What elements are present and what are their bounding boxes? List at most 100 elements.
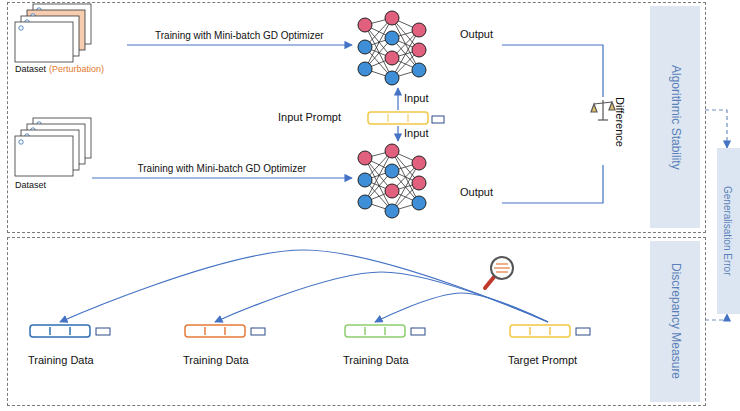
connector xyxy=(92,177,352,178)
training-data: Training Data xyxy=(343,322,429,370)
prompt-icon xyxy=(432,116,444,123)
neural-network-icon xyxy=(385,144,399,158)
dataset-stack: Dataset(Perturbation) xyxy=(12,4,127,76)
training-data-icon xyxy=(96,328,110,335)
balance-icon xyxy=(591,104,597,112)
balance-icon xyxy=(594,102,612,104)
connector xyxy=(127,44,352,45)
side-strip xyxy=(650,241,700,402)
node-label: Target Prompt xyxy=(508,354,577,367)
neural-network-icon xyxy=(358,18,372,32)
magnifier-icon xyxy=(496,263,508,264)
side-label: Difference xyxy=(613,97,626,147)
generalisation-box: Generalisation Error xyxy=(717,148,740,314)
prompt-icon xyxy=(368,112,428,124)
dataset-stack: Dataset xyxy=(12,116,92,196)
magnifier-icon xyxy=(496,271,508,272)
connector xyxy=(502,45,603,97)
neural-network: Output xyxy=(352,141,502,221)
document-stack xyxy=(15,118,91,176)
neural-network-icon xyxy=(358,62,372,76)
training-data-icon xyxy=(49,327,51,335)
neural-network-icon xyxy=(358,151,372,165)
training-data-icon xyxy=(30,325,590,337)
node-label: Dataset xyxy=(15,64,46,74)
connector xyxy=(215,272,548,322)
training-data-icon xyxy=(576,328,590,335)
neural-network-icon xyxy=(385,164,399,178)
document-stack xyxy=(19,26,23,30)
training-data-icon xyxy=(411,328,425,335)
document-stack xyxy=(19,140,23,144)
prompt-icon xyxy=(368,112,444,124)
neural-network-icon xyxy=(412,23,426,37)
edge-label: Training with Mini-batch GD Optimizer xyxy=(136,163,309,175)
training-data-icon xyxy=(185,325,245,337)
training-data-icon xyxy=(251,328,265,335)
node-label: Training Data xyxy=(183,354,249,367)
input-prompt: Input Prompt xyxy=(278,110,448,126)
connector xyxy=(60,250,548,322)
side-strip xyxy=(650,6,700,402)
node-label: Output xyxy=(460,186,493,199)
edge-label: Input xyxy=(402,127,430,140)
training-data-icon xyxy=(364,327,366,335)
balance-icon xyxy=(591,100,615,120)
neural-network-icon xyxy=(385,184,399,198)
neural-network-icon xyxy=(412,43,426,57)
side-label: Algorithmic Stability xyxy=(650,6,700,228)
balance-icon xyxy=(598,119,608,120)
training-data-icon xyxy=(204,327,206,335)
neural-network-icon xyxy=(412,63,426,77)
neural-network-icon xyxy=(358,40,372,54)
connector xyxy=(397,126,398,141)
node-label: Output xyxy=(460,28,493,41)
neural-network-icon xyxy=(358,11,426,218)
side-strip xyxy=(650,6,700,228)
neural-network-icon xyxy=(358,173,372,187)
node-label: Dataset xyxy=(15,180,46,190)
training-data-icon xyxy=(384,327,386,335)
document-stack xyxy=(15,136,73,176)
neural-network-icon xyxy=(358,195,372,209)
training-data-icon xyxy=(345,325,405,337)
connector xyxy=(502,165,603,203)
document-stack xyxy=(15,4,91,62)
magnifier-icon xyxy=(494,267,510,268)
magnifier-icon xyxy=(485,257,513,288)
training-data-icon xyxy=(224,327,226,335)
training-data-icon xyxy=(529,327,531,335)
connector xyxy=(397,88,398,110)
neural-network-icon xyxy=(385,51,399,65)
node-label: (Perturbation) xyxy=(49,64,104,74)
side-label: Discrepancy Measure xyxy=(650,241,700,402)
magnifier-icon xyxy=(491,257,513,279)
connector xyxy=(705,314,727,320)
neural-network-icon xyxy=(412,196,426,210)
neural-network-icon xyxy=(385,31,399,45)
panel: Algorithmic StabilityDataset(Perturbatio… xyxy=(8,3,705,232)
prompt-icon xyxy=(388,114,389,122)
training-data-icon xyxy=(549,327,551,335)
magnifier-icon xyxy=(485,277,494,288)
edge-label: Training with Mini-batch GD Optimizer xyxy=(153,30,326,42)
training-data-icon xyxy=(30,325,90,337)
neural-network-icon xyxy=(385,204,399,218)
training-data: Training Data xyxy=(28,322,114,370)
balance: Difference xyxy=(593,97,637,165)
neural-network-icon xyxy=(412,156,426,170)
neural-network-icon xyxy=(412,176,426,190)
node-label: Training Data xyxy=(343,354,409,367)
document-stack xyxy=(15,22,73,62)
side-label: Generalisation Error xyxy=(717,148,738,313)
node-label: Training Data xyxy=(28,354,94,367)
target-prompt: Target Prompt xyxy=(508,322,594,370)
connector xyxy=(375,293,548,322)
neural-network-icon xyxy=(385,71,399,85)
edge-label: Input xyxy=(402,92,430,105)
neural-network: Output xyxy=(352,8,502,88)
training-data-icon xyxy=(510,325,570,337)
neural-network-icon xyxy=(385,11,399,25)
